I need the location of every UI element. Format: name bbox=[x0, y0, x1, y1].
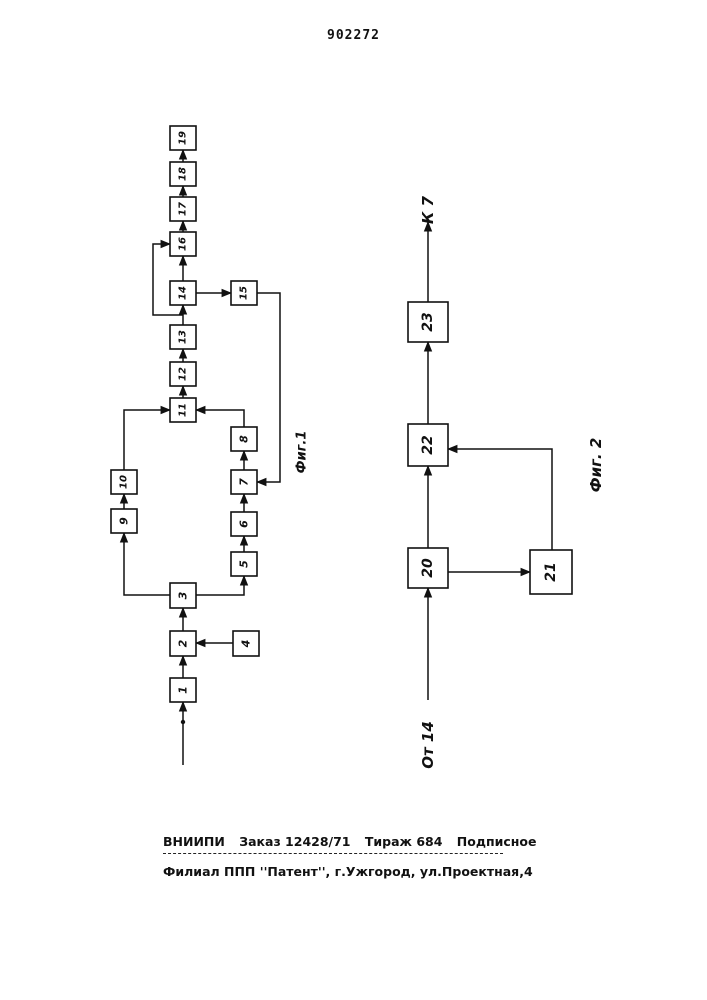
fig1-block-7-label: 7 bbox=[238, 478, 251, 486]
fig1-block-2-label: 2 bbox=[177, 639, 190, 647]
fig1-block-19-label: 19 bbox=[178, 131, 189, 145]
fig2-block-22: 22 bbox=[408, 424, 448, 466]
footer-subscription: Подписное bbox=[457, 834, 537, 849]
fig1-block-9-label: 9 bbox=[118, 517, 131, 525]
fig1-block-6: 6 bbox=[231, 512, 257, 536]
fig1-block-13: 13 bbox=[170, 325, 196, 349]
fig1-block-17: 17 bbox=[170, 197, 196, 221]
fig1-block-5-label: 5 bbox=[238, 560, 251, 568]
fig1-block-3: 3 bbox=[170, 583, 196, 608]
fig1-block-16-label: 16 bbox=[178, 237, 189, 251]
fig1-block-15: 15 bbox=[231, 281, 257, 305]
fig2-caption: Фиг. 2 bbox=[587, 438, 605, 493]
fig1-block-8-label: 8 bbox=[238, 435, 251, 443]
footer-circulation: Тираж 684 bbox=[365, 834, 443, 849]
fig1-block-1-label: 1 bbox=[177, 686, 190, 694]
footer-address: Филиал ППП ''Патент'', г.Ужгород, ул.Про… bbox=[163, 864, 533, 879]
fig1-block-16: 16 bbox=[170, 232, 196, 256]
fig2-block-21-label: 21 bbox=[543, 562, 559, 581]
footer-order: Заказ 12428/71 bbox=[239, 834, 350, 849]
fig1-block-8: 8 bbox=[231, 427, 257, 451]
fig2-input-label: От 14 bbox=[419, 721, 437, 769]
fig1-block-3-label: 3 bbox=[177, 591, 190, 599]
fig1-block-4-label: 4 bbox=[240, 640, 253, 649]
fig1-block-6-label: 6 bbox=[238, 520, 251, 528]
fig2-block-20-label: 20 bbox=[420, 558, 436, 578]
fig2-block-22-label: 22 bbox=[420, 435, 436, 454]
figure-1-diagram: 1 2 3 4 5 6 7 8 bbox=[111, 126, 310, 765]
footer-org: ВНИИПИ bbox=[163, 834, 225, 849]
fig1-block-11-label: 11 bbox=[178, 403, 189, 417]
fig1-block-4: 4 bbox=[233, 631, 259, 656]
fig1-block-11: 11 bbox=[170, 398, 196, 422]
figure-2-diagram: 20 21 22 23 От 14 К 7 Фиг. 2 bbox=[408, 195, 605, 768]
fig1-block-12-label: 12 bbox=[178, 367, 189, 381]
fig1-block-5: 5 bbox=[231, 552, 257, 576]
fig1-block-12: 12 bbox=[170, 362, 196, 386]
fig2-output-label: К 7 bbox=[419, 195, 437, 223]
fig1-connections bbox=[124, 150, 280, 765]
fig1-block-10-label: 10 bbox=[119, 475, 130, 489]
footer-divider bbox=[163, 853, 503, 854]
fig1-caption: Фиг.1 bbox=[295, 431, 310, 474]
footer-imprint: ВНИИПИ Заказ 12428/71 Тираж 684 Подписно… bbox=[163, 834, 546, 849]
fig1-block-15-label: 15 bbox=[239, 286, 250, 300]
fig1-block-17-label: 17 bbox=[178, 202, 189, 216]
fig1-block-18-label: 18 bbox=[178, 167, 189, 181]
fig1-block-7: 7 bbox=[231, 470, 257, 494]
fig2-block-23-label: 23 bbox=[420, 312, 436, 331]
fig1-block-18: 18 bbox=[170, 162, 196, 186]
fig1-block-10: 10 bbox=[111, 470, 137, 494]
fig1-block-2: 2 bbox=[170, 631, 196, 656]
fig1-block-19: 19 bbox=[170, 126, 196, 150]
fig2-block-20: 20 bbox=[408, 548, 448, 588]
fig1-block-1: 1 bbox=[170, 678, 196, 702]
fig1-block-14: 14 bbox=[170, 281, 196, 305]
fig1-block-14-label: 14 bbox=[178, 286, 189, 300]
fig2-block-21: 21 bbox=[530, 550, 572, 594]
fig1-block-9: 9 bbox=[111, 509, 137, 533]
fig2-block-23: 23 bbox=[408, 302, 448, 342]
fig1-block-13-label: 13 bbox=[178, 330, 189, 344]
